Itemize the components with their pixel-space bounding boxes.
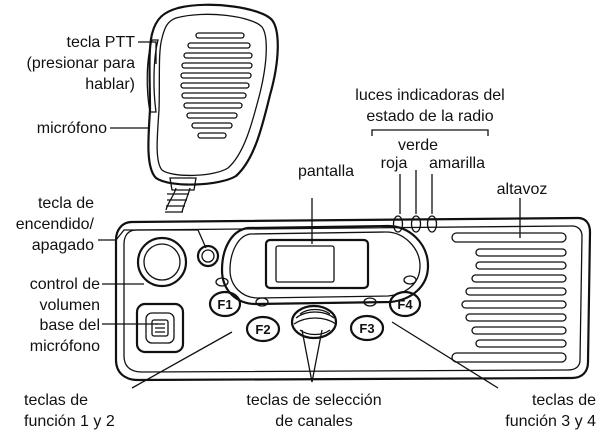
label-volume-line2: volumen <box>40 297 100 314</box>
microphone-grille <box>180 32 253 139</box>
label-mic-base: base del micrófono <box>30 317 100 355</box>
channel-selector-keys[interactable] <box>290 304 338 340</box>
f3-key-label: F3 <box>359 321 374 336</box>
label-function-keys-12: teclas de función 1 y 2 <box>24 392 115 430</box>
label-power-line3: apagado <box>32 237 94 254</box>
f2-key[interactable]: F2 <box>245 315 281 343</box>
label-ptt-line2: (presionar para <box>27 55 136 72</box>
label-mic-base-line2: micrófono <box>30 338 100 355</box>
f4-key[interactable]: F4 <box>388 290 422 318</box>
speaker-grille <box>451 232 567 363</box>
label-fk12-line2: función 1 y 2 <box>24 413 115 430</box>
display-screen <box>264 238 370 290</box>
display-panel <box>220 224 430 306</box>
led-yellow <box>426 215 438 233</box>
label-ptt-line1: tecla PTT <box>67 34 136 51</box>
label-fk34-line1: teclas de <box>532 392 596 409</box>
f4-key-label: F4 <box>397 297 413 312</box>
f3-key[interactable]: F3 <box>349 314 385 342</box>
label-fk12-line1: teclas de <box>24 392 88 409</box>
label-speaker: altavoz <box>497 181 548 198</box>
label-status-lights-line1: luces indicadoras del <box>355 87 504 104</box>
label-status-lights-line2: estado de la radio <box>366 108 493 125</box>
label-red: roja <box>381 155 408 172</box>
led-green <box>410 215 422 233</box>
volume-knob[interactable] <box>136 236 188 288</box>
microphone <box>146 3 279 213</box>
f1-key[interactable]: F1 <box>208 290 242 318</box>
label-volume-line1: control de <box>30 276 100 293</box>
label-green: verde <box>398 137 438 154</box>
indicator-ovals <box>215 275 417 307</box>
label-power-key: tecla de encendido/ apagado <box>16 195 95 254</box>
label-power-line2: encendido/ <box>16 216 95 233</box>
label-volume: control de volumen <box>30 276 100 314</box>
f2-key-label: F2 <box>255 322 270 337</box>
label-channel-line2: de canales <box>275 413 352 430</box>
power-key[interactable] <box>196 244 220 268</box>
status-leds <box>392 215 438 233</box>
label-power-line1: tecla de <box>38 195 94 212</box>
label-channel-keys: teclas de selección de canales <box>246 392 381 430</box>
leader-lines <box>98 41 521 389</box>
label-ptt-line3: hablar) <box>85 76 135 93</box>
mic-base-socket <box>135 302 185 354</box>
radio-body <box>114 216 592 382</box>
label-function-keys-34: teclas de función 3 y 4 <box>505 392 596 430</box>
label-channel-line1: teclas de selección <box>246 392 381 409</box>
f1-key-label: F1 <box>217 297 232 312</box>
label-microphone: micrófono <box>37 120 107 137</box>
label-fk34-line2: función 3 y 4 <box>505 413 596 430</box>
label-status-lights: luces indicadoras del estado de la radio <box>355 87 504 125</box>
led-red <box>392 215 404 233</box>
label-ptt-key: tecla PTT (presionar para hablar) <box>27 34 136 93</box>
label-yellow: amarilla <box>429 155 485 172</box>
label-display: pantalla <box>298 163 354 180</box>
label-mic-base-line1: base del <box>40 317 101 334</box>
